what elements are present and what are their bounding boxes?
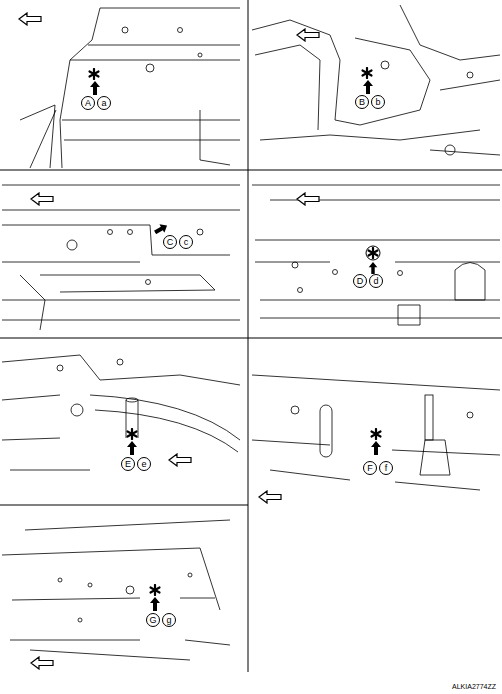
callout-circle: g [162, 613, 176, 627]
callout-circle: G [146, 613, 160, 627]
callout-letter: C [167, 238, 174, 247]
callout-letter: f [385, 464, 388, 473]
callout-circle: f [379, 461, 393, 475]
callout-circle: d [369, 274, 383, 288]
callout-letter: c [184, 238, 189, 247]
callout-letter: E [125, 460, 131, 469]
panel-dividers [0, 0, 502, 672]
callout-circle: e [137, 457, 151, 471]
callout-letter: b [375, 98, 380, 107]
callout-letter: d [373, 277, 378, 286]
callout-letter: G [149, 616, 156, 625]
callout-letter: g [166, 616, 171, 625]
direction-arrows [19, 13, 319, 669]
callout-circle: a [97, 96, 111, 110]
callout-letter: a [101, 99, 106, 108]
callout-circle: F [363, 461, 377, 475]
callout-letter: e [141, 460, 146, 469]
callout-letter: A [85, 99, 91, 108]
callout-letter: B [359, 98, 365, 107]
figure-code: ALKIA2774ZZ [452, 683, 496, 690]
callout-circle: E [121, 457, 135, 471]
callout-letter: D [357, 277, 364, 286]
point-markers [90, 68, 382, 611]
body-sketches [2, 5, 500, 660]
callout-circle: A [81, 96, 95, 110]
callout-circle: C [163, 235, 177, 249]
callout-circle: c [179, 235, 193, 249]
callout-circle: D [353, 274, 367, 288]
callout-circle: B [355, 95, 369, 109]
callout-circle: b [371, 95, 385, 109]
callout-letter: F [367, 464, 373, 473]
